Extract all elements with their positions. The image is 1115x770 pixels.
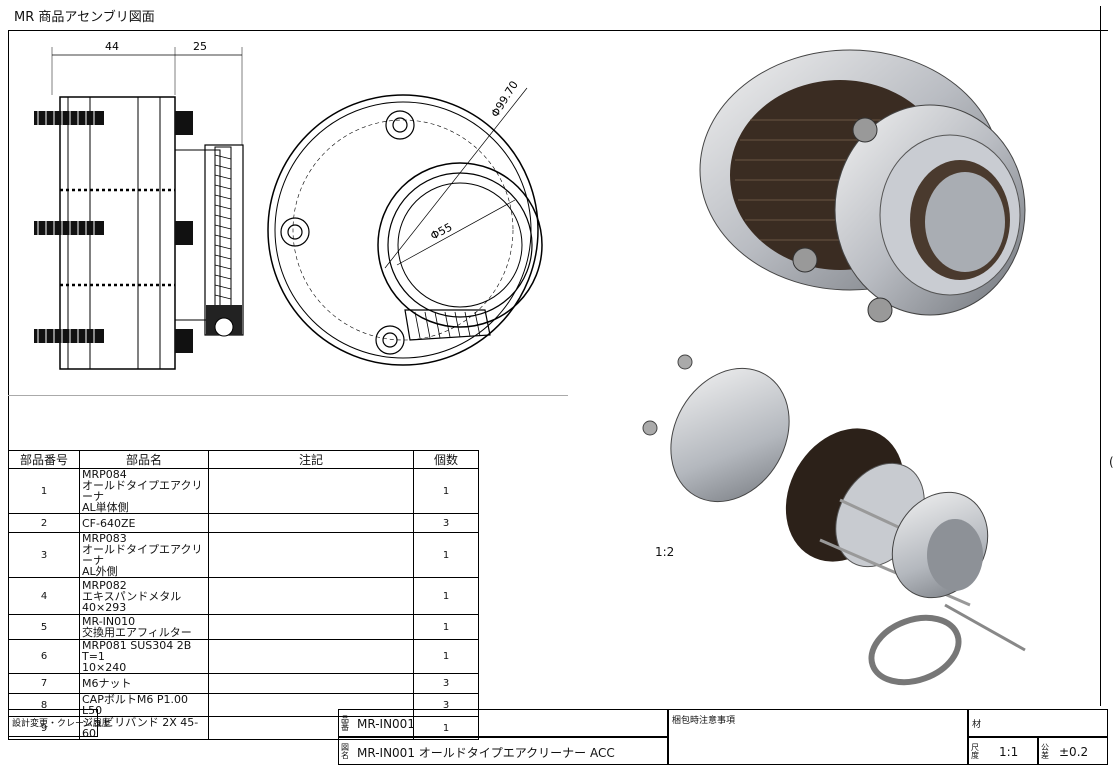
bom-no: 4 [8, 577, 80, 615]
bom-note [208, 639, 414, 674]
front-view-drawing: Φ99.70 Φ55 [267, 79, 543, 366]
side-view-drawing: 44 25 [34, 40, 244, 370]
bom-header-part-name: 部品名 [79, 450, 209, 469]
bom-name: MRP084 オールドタイプエアクリーナ AL単体側 [79, 468, 209, 514]
revision-history-cell: 設計変更・クレーム履歴 [8, 709, 111, 737]
bom-name: MRP082 エキスパンドメタル 40×293 [79, 577, 209, 615]
bom-qty: 1 [413, 468, 479, 514]
table-row: 3 MRP083 オールドタイプエアクリーナ AL外側 1 [8, 532, 479, 578]
bom-name: MR-IN010 交換用エアフィルター [79, 614, 209, 640]
title-block: 設計変更・クレーム履歴 品番 MR-IN001 図名 MR-IN001 オールド… [8, 709, 1108, 765]
bom-note [208, 673, 414, 694]
bom-no: 7 [8, 673, 80, 694]
tolerance-value: ±0.2 [1059, 745, 1089, 759]
packing-notes-cell: 梱包時注意事項 [668, 709, 968, 765]
scale-label: 尺度 [971, 743, 979, 760]
dim-diameter-inner: Φ55 [428, 221, 454, 243]
part-no-label: 品番 [341, 715, 349, 732]
bom-qty: 3 [413, 513, 479, 533]
revision-history-label: 設計変更・クレーム履歴 [12, 719, 111, 729]
bom-no: 6 [8, 639, 80, 674]
table-row: 8 CAPボルトM6 P1.00 L50 3 [8, 693, 479, 717]
packing-notes-label: 梱包時注意事項 [672, 716, 736, 726]
table-row: 4 MRP082 エキスパンドメタル 40×293 1 [8, 577, 479, 615]
frame-top [8, 30, 1108, 31]
stray-mark: ( [1109, 455, 1114, 469]
bom-qty: 1 [413, 532, 479, 578]
isometric-assembly-view [699, 49, 1026, 323]
part-no-cell: 品番 MR-IN001 [338, 709, 668, 737]
bom-no: 3 [8, 532, 80, 578]
part-no: MR-IN001 [357, 717, 415, 731]
material-label: 材 [972, 720, 982, 730]
bom-note [208, 614, 414, 640]
scale-cell: 尺度 1:1 [968, 737, 1038, 765]
drawing-name: MR-IN001 オールドタイプエアクリーナー ACC [357, 746, 615, 760]
tolerance-label: 公差 [1041, 743, 1049, 760]
bom-header-note: 注記 [208, 450, 414, 469]
table-row: 5 MR-IN010 交換用エアフィルター 1 [8, 614, 479, 640]
bom-table: 部品番号 部品名 注記 個数 1 MRP084 オールドタイプエアクリーナ AL… [8, 450, 479, 740]
tolerance-cell: 公差 ±0.2 [1038, 737, 1108, 765]
exploded-view [642, 354, 1026, 686]
bom-note [208, 532, 414, 578]
scale-note: 1:2 [655, 545, 675, 559]
bom-header-row: 部品番号 部品名 注記 個数 [8, 450, 479, 469]
bom-header-qty: 個数 [413, 450, 479, 469]
bom-no: 1 [8, 468, 80, 514]
frame-left [8, 30, 9, 450]
table-row: 6 MRP081 SUS304 2B T=1 10×240 1 [8, 639, 479, 674]
bom-no: 5 [8, 614, 80, 640]
scale-value: 1:1 [999, 745, 1019, 759]
bom-name: CF-640ZE [79, 513, 209, 533]
bom-note [208, 577, 414, 615]
bom-qty: 3 [413, 693, 479, 717]
bom-name: ジュビリバンド 2X 45-60 [79, 716, 209, 740]
dim-diameter-outer: Φ99.70 [489, 79, 521, 120]
bom-note [208, 513, 414, 533]
bom-qty: 1 [413, 577, 479, 615]
sheet-title: MR 商品アセンブリ図面 [14, 10, 155, 25]
table-row: 7 M6ナット 3 [8, 673, 479, 694]
bom-name: MRP081 SUS304 2B T=1 10×240 [79, 639, 209, 674]
bom-header-part-no: 部品番号 [8, 450, 80, 469]
bom-name: MRP083 オールドタイプエアクリーナ AL外側 [79, 532, 209, 578]
bom-no: 8 [8, 693, 80, 717]
frame-right [1100, 6, 1101, 706]
bom-no: 2 [8, 513, 80, 533]
dim-width-a: 44 [105, 40, 119, 53]
bom-qty: 1 [413, 639, 479, 674]
bom-name: M6ナット [79, 673, 209, 694]
frame-divider [8, 395, 568, 396]
drawing-name-label: 図名 [341, 743, 349, 760]
bom-note [208, 468, 414, 514]
material-cell: 材 [968, 709, 1108, 737]
drawing-name-cell: 図名 MR-IN001 オールドタイプエアクリーナー ACC [338, 737, 668, 765]
bom-qty: 3 [413, 673, 479, 694]
bom-qty: 1 [413, 614, 479, 640]
table-row: 1 MRP084 オールドタイプエアクリーナ AL単体側 1 [8, 468, 479, 514]
dim-width-b: 25 [193, 40, 207, 53]
table-row: 2 CF-640ZE 3 [8, 513, 479, 533]
